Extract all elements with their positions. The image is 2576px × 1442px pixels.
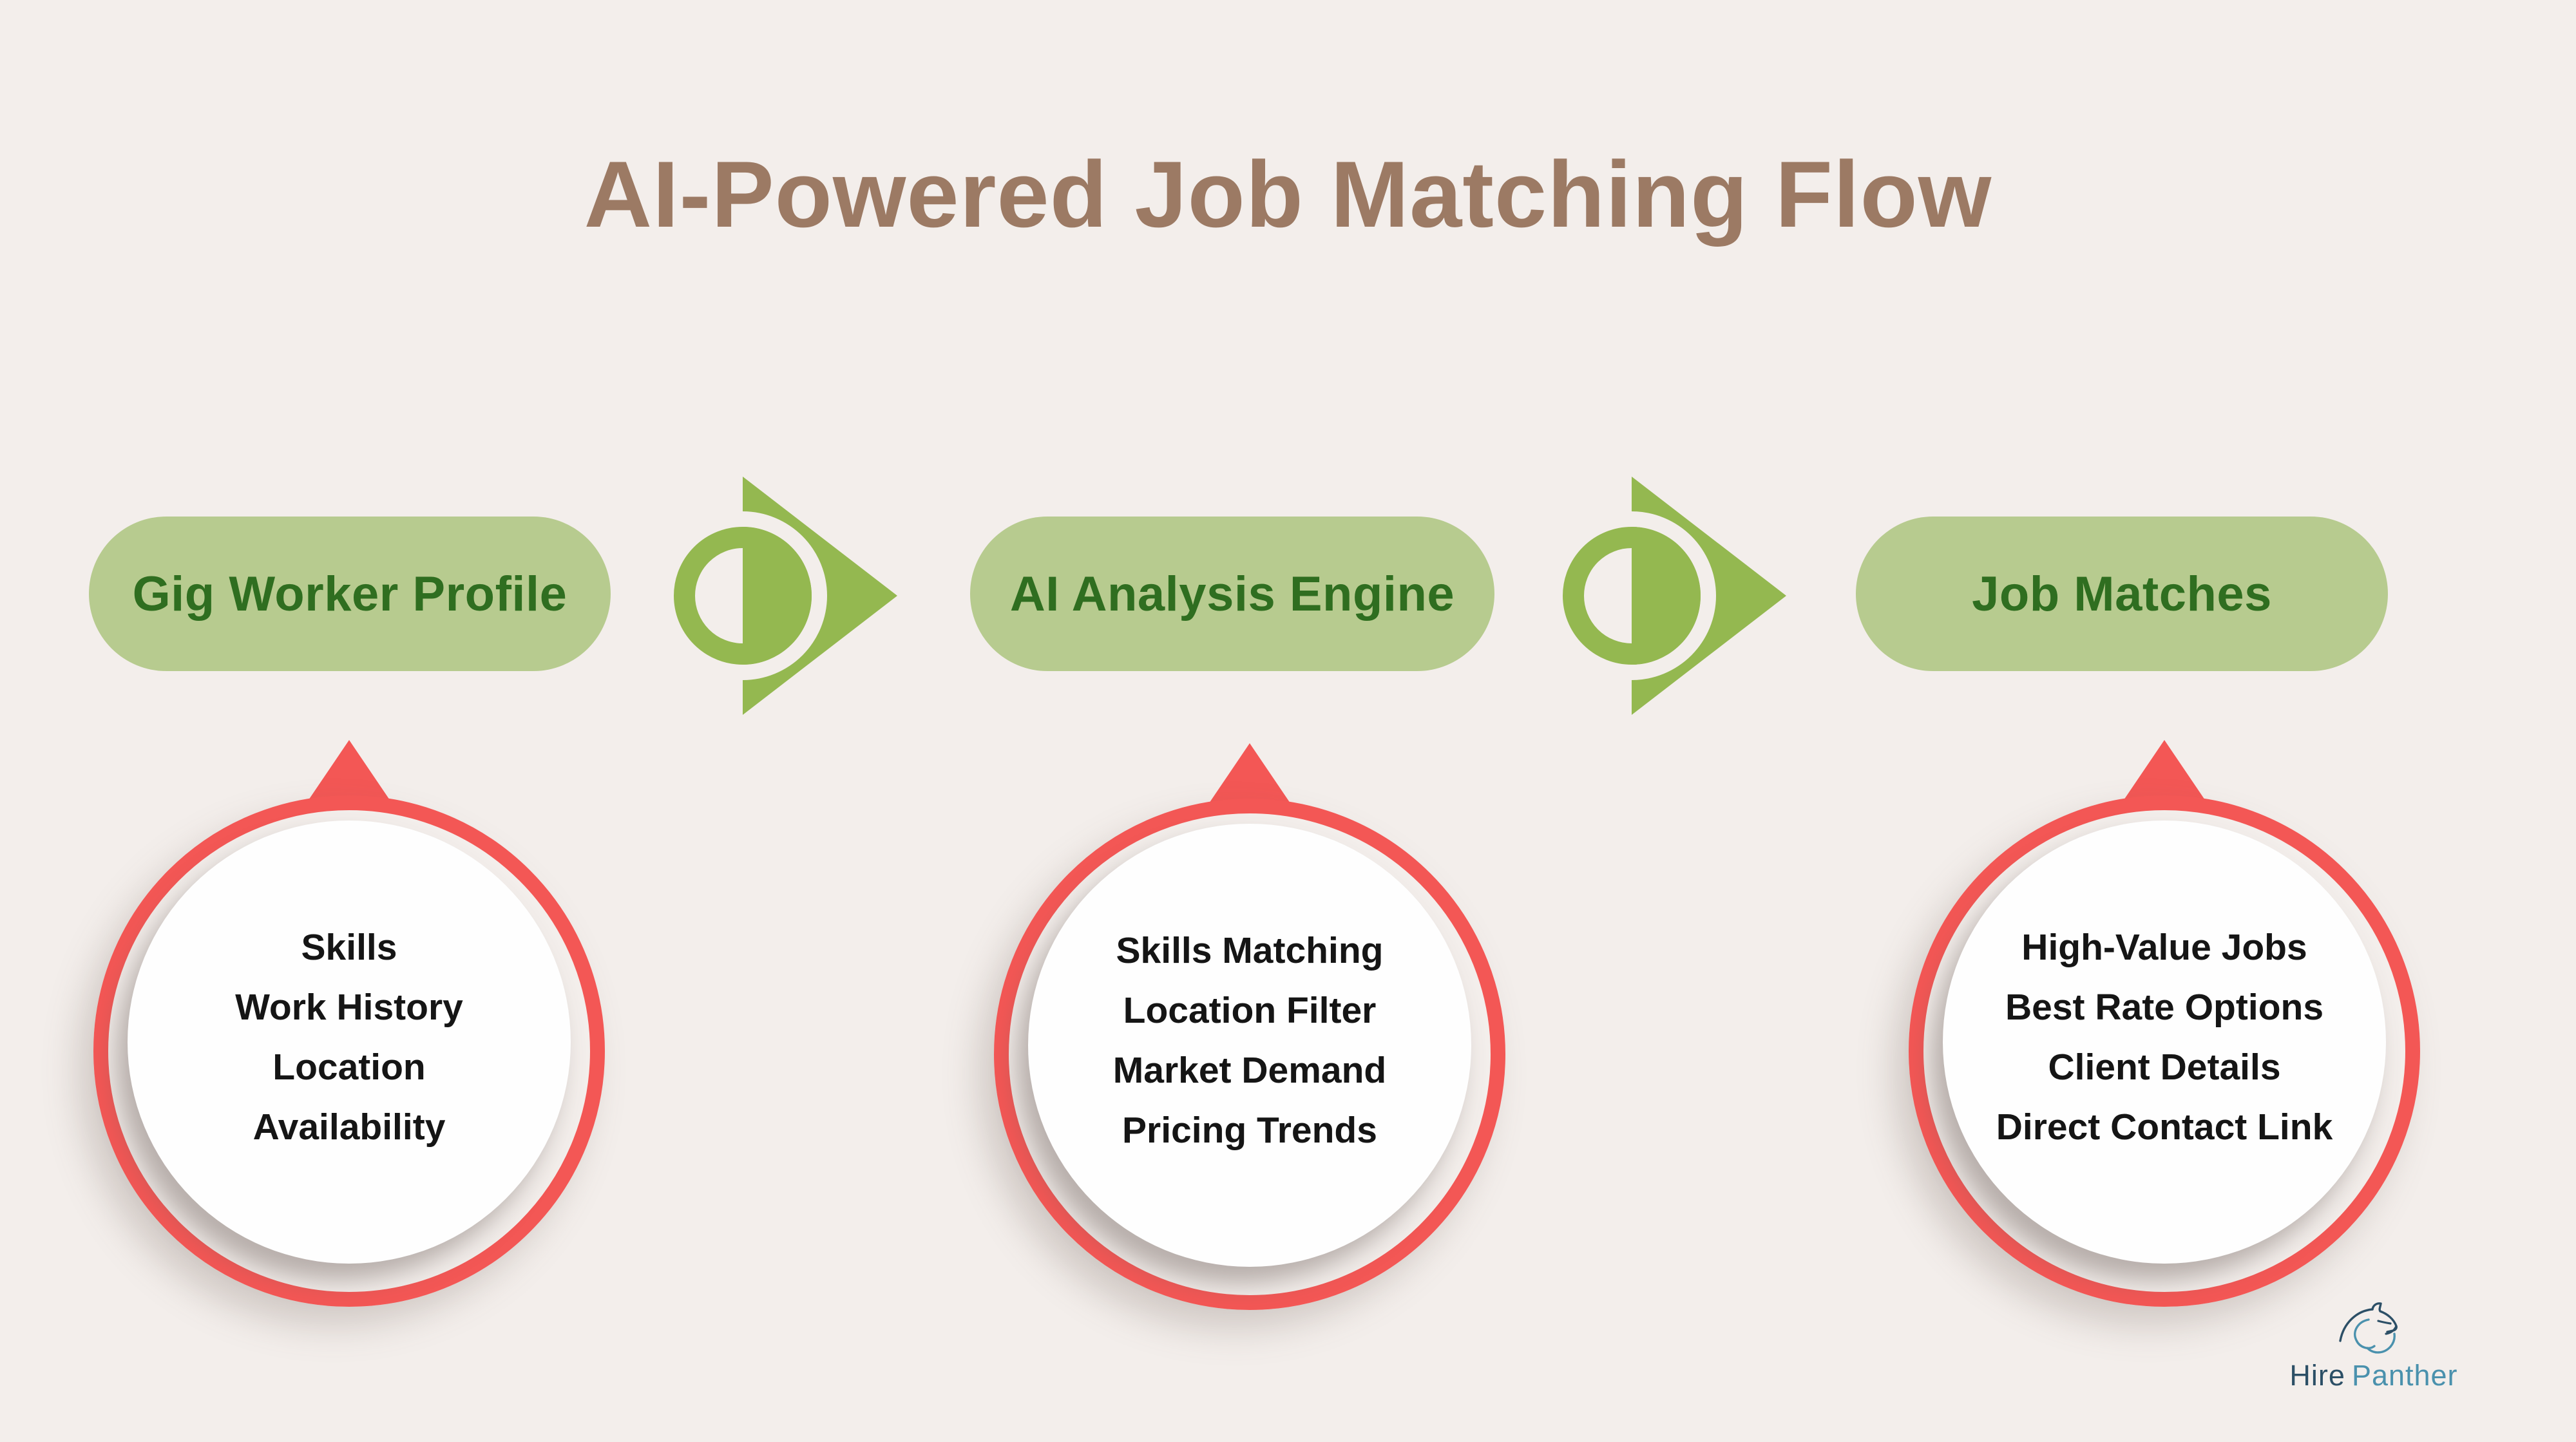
- circle-item: Availability: [253, 1106, 446, 1148]
- pointer-up-icon: [2123, 740, 2206, 802]
- arrow-ring-icon: [1563, 527, 1701, 665]
- circle-item: Skills Matching: [1116, 930, 1384, 971]
- detail-circle-job-matches: High-Value Jobs Best Rate Options Client…: [1909, 740, 2420, 1307]
- circle-item: High-Value Jobs: [2021, 927, 2307, 968]
- circle-content: Skills Work History Location Availabilit…: [128, 821, 571, 1264]
- stage-pill-label: Gig Worker Profile: [132, 566, 568, 621]
- circle-item: Best Rate Options: [2005, 987, 2324, 1028]
- brand-name-panther: Panther: [2351, 1359, 2458, 1392]
- stage-pill-gig-worker-profile: Gig Worker Profile: [89, 517, 611, 671]
- circle-item: Location Filter: [1123, 990, 1377, 1031]
- detail-circle-gig-worker-profile: Skills Work History Location Availabilit…: [93, 740, 605, 1307]
- stage-pill-ai-analysis-engine: AI Analysis Engine: [970, 517, 1494, 671]
- brand-name-hire: Hire: [2289, 1359, 2345, 1392]
- circle-item: Location: [272, 1047, 426, 1088]
- stage-pill-label: Job Matches: [1972, 566, 2272, 621]
- page-title: AI-Powered Job Matching Flow: [584, 142, 1992, 247]
- circle-item: Client Details: [2048, 1047, 2281, 1088]
- stage-pill-job-matches: Job Matches: [1856, 517, 2388, 671]
- stage-pill-label: AI Analysis Engine: [1009, 566, 1455, 621]
- circle-item: Work History: [235, 987, 463, 1028]
- circle-content: High-Value Jobs Best Rate Options Client…: [1943, 821, 2386, 1264]
- circle-item: Direct Contact Link: [1996, 1106, 2333, 1148]
- circle-item: Market Demand: [1112, 1050, 1387, 1091]
- circle-content: Skills Matching Location Filter Market D…: [1028, 824, 1471, 1267]
- circle-item: Pricing Trends: [1122, 1110, 1377, 1151]
- detail-circle-ai-analysis-engine: Skills Matching Location Filter Market D…: [994, 743, 1505, 1310]
- brand-logo: Hire Panther: [2280, 1300, 2467, 1392]
- arrow-ring-icon: [674, 527, 812, 665]
- pointer-up-icon: [307, 740, 391, 802]
- panther-icon: [2339, 1302, 2398, 1354]
- brand-name: Hire Panther: [2289, 1359, 2457, 1392]
- flow-arrow-icon: [1563, 477, 1788, 715]
- flow-arrow-icon: [674, 477, 899, 715]
- circle-item: Skills: [301, 927, 397, 968]
- pointer-up-icon: [1208, 743, 1292, 805]
